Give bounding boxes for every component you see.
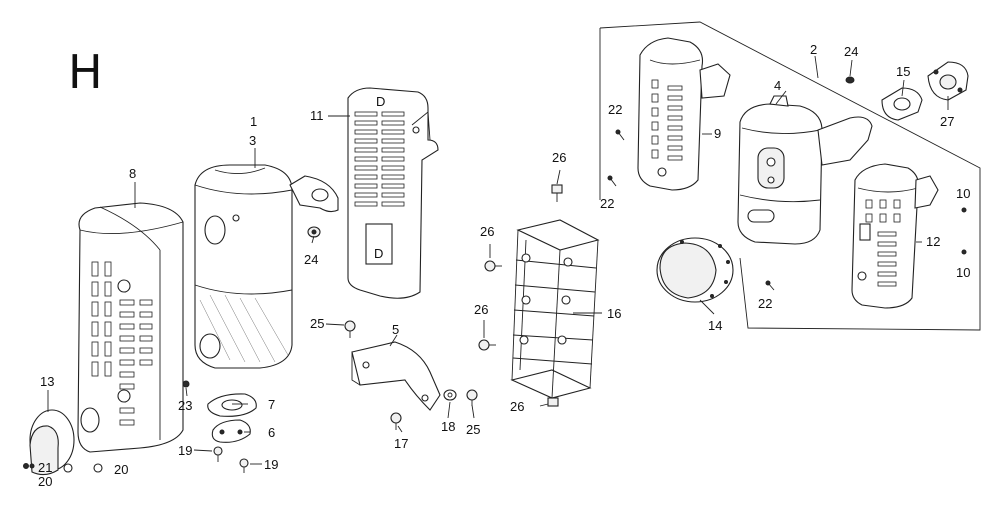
part-24-nut [307, 226, 321, 238]
callout-2: 2 [810, 42, 817, 57]
part-25-bolt-a [344, 320, 356, 338]
callout-20-right: 20 [114, 462, 128, 477]
callout-22-top: 22 [608, 102, 622, 117]
callout-9: 9 [714, 126, 721, 141]
part-16-guard-frame [510, 219, 600, 399]
callout-14: 14 [708, 318, 722, 333]
callout-24-right: 24 [844, 44, 858, 59]
callout-19-right: 19 [264, 457, 278, 472]
mark-d-top: D [376, 94, 385, 109]
section-letter: H [68, 45, 103, 99]
callout-25-left: 25 [310, 316, 324, 331]
callout-17: 17 [394, 436, 408, 451]
callout-10-lower: 10 [956, 265, 970, 280]
part-4-muffler [737, 95, 873, 245]
part-26-bolt-c [478, 339, 496, 351]
callout-26-upper: 26 [480, 224, 494, 239]
part-24-nut-kit [845, 76, 855, 84]
part-25-bolt-b [466, 389, 478, 406]
callout-22-mid: 22 [600, 196, 614, 211]
callout-8: 8 [129, 166, 136, 181]
callout-20-left: 20 [38, 474, 52, 489]
part-10-screw-a [961, 207, 967, 213]
callout-6: 6 [268, 425, 275, 440]
callout-5: 5 [392, 322, 399, 337]
callout-13: 13 [40, 374, 54, 389]
part-26-bolt-b [484, 260, 502, 272]
callout-1: 1 [250, 114, 257, 129]
callout-labels: 1 3 2 4 5 6 7 8 9 10 10 11 12 13 14 15 1… [38, 42, 970, 489]
part-23-bolt [182, 380, 190, 388]
part-22-screw-a [615, 129, 625, 141]
callout-27: 27 [940, 114, 954, 129]
part-27-flange [927, 61, 969, 101]
part-21-screw [23, 463, 29, 469]
part-22-screw-c [765, 280, 775, 291]
part-14-tail-cover [656, 237, 734, 303]
callout-18: 18 [441, 419, 455, 434]
callout-25-right: 25 [466, 422, 480, 437]
part-1-muffler [194, 164, 339, 369]
callout-10-upper: 10 [956, 186, 970, 201]
part-18-washer [443, 389, 457, 401]
part-11-shield: D D [347, 87, 439, 299]
callout-7: 7 [268, 397, 275, 412]
part-26-bolt-a [551, 184, 563, 202]
part-15-gasket [881, 87, 923, 121]
part-7-gasket [207, 393, 257, 417]
callout-12: 12 [926, 234, 940, 249]
part-19-bolt-a [213, 446, 223, 462]
callout-3: 3 [249, 133, 256, 148]
part-5-bracket [351, 341, 441, 411]
callout-26-lower: 26 [474, 302, 488, 317]
part-13-end-cap [29, 409, 103, 476]
callout-24-left: 24 [304, 252, 318, 267]
subassembly-boundary [599, 21, 981, 331]
callout-26-bottom: 26 [510, 399, 524, 414]
leader-lines [47, 55, 949, 465]
part-17-bolt [390, 412, 402, 430]
callout-16: 16 [607, 306, 621, 321]
part-22-screw-b [607, 175, 617, 187]
part-6-plate [211, 419, 251, 443]
callout-21: 21 [38, 460, 52, 475]
callout-15: 15 [896, 64, 910, 79]
part-9-protector [637, 37, 731, 191]
mark-d-low: D [374, 246, 383, 261]
part-19-bolt-b [239, 458, 249, 473]
part-10-screw-b [961, 249, 967, 255]
callout-19-left: 19 [178, 443, 192, 458]
callout-11: 11 [310, 108, 324, 123]
callout-22-bottom: 22 [758, 296, 772, 311]
callout-23: 23 [178, 398, 192, 413]
part-12-protector [851, 163, 939, 309]
callout-4: 4 [774, 78, 781, 93]
callout-26-top: 26 [552, 150, 566, 165]
part-8-muffler-protector [77, 202, 184, 453]
